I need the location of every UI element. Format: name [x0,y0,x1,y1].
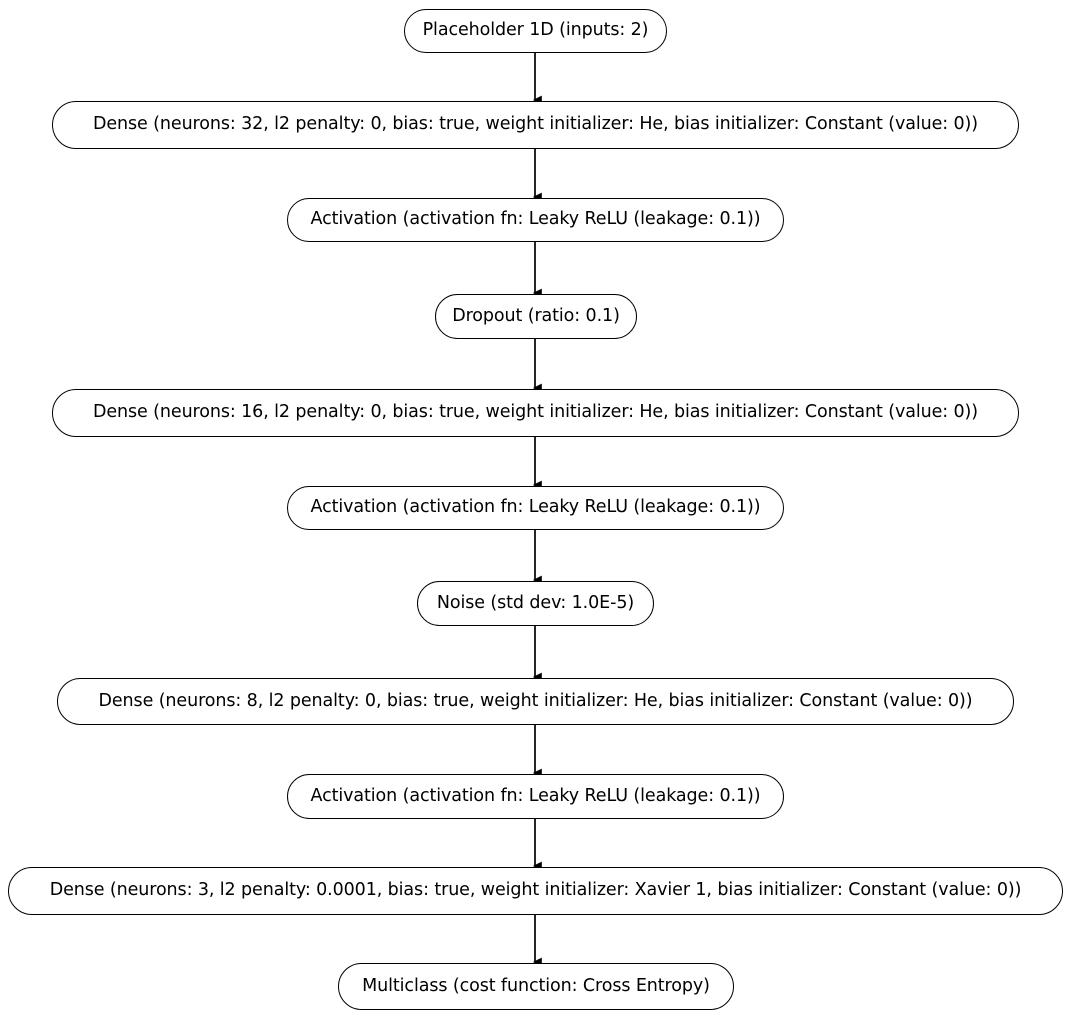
node-activation-3[interactable]: Activation (activation fn: Leaky ReLU (l… [287,774,784,819]
node-placeholder[interactable]: Placeholder 1D (inputs: 2) [404,9,667,53]
node-multiclass[interactable]: Multiclass (cost function: Cross Entropy… [338,963,734,1010]
node-dense-32[interactable]: Dense (neurons: 32, l2 penalty: 0, bias:… [52,101,1019,149]
node-label-dense-8: Dense (neurons: 8, l2 penalty: 0, bias: … [98,690,973,711]
node-label-activation-3: Activation (activation fn: Leaky ReLU (l… [310,785,761,806]
node-label-noise: Noise (std dev: 1.0E-5) [436,592,635,613]
node-label-dense-16: Dense (neurons: 16, l2 penalty: 0, bias:… [93,402,978,423]
node-label-dense-32: Dense (neurons: 32, l2 penalty: 0, bias:… [93,114,978,135]
node-dense-3[interactable]: Dense (neurons: 3, l2 penalty: 0.0001, b… [8,867,1063,915]
node-activation-2[interactable]: Activation (activation fn: Leaky ReLU (l… [287,486,784,530]
node-dense-8[interactable]: Dense (neurons: 8, l2 penalty: 0, bias: … [57,678,1014,725]
node-label-dense-3: Dense (neurons: 3, l2 penalty: 0.0001, b… [49,880,1022,901]
node-label-placeholder: Placeholder 1D (inputs: 2) [422,20,649,41]
node-label-activation-1: Activation (activation fn: Leaky ReLU (l… [310,209,761,230]
node-label-activation-2: Activation (activation fn: Leaky ReLU (l… [310,497,761,518]
node-noise[interactable]: Noise (std dev: 1.0E-5) [417,581,654,626]
node-activation-1[interactable]: Activation (activation fn: Leaky ReLU (l… [287,198,784,242]
node-label-multiclass: Multiclass (cost function: Cross Entropy… [362,975,710,996]
node-dropout[interactable]: Dropout (ratio: 0.1) [435,294,637,339]
node-label-dropout: Dropout (ratio: 0.1) [452,305,620,326]
node-dense-16[interactable]: Dense (neurons: 16, l2 penalty: 0, bias:… [52,389,1019,437]
